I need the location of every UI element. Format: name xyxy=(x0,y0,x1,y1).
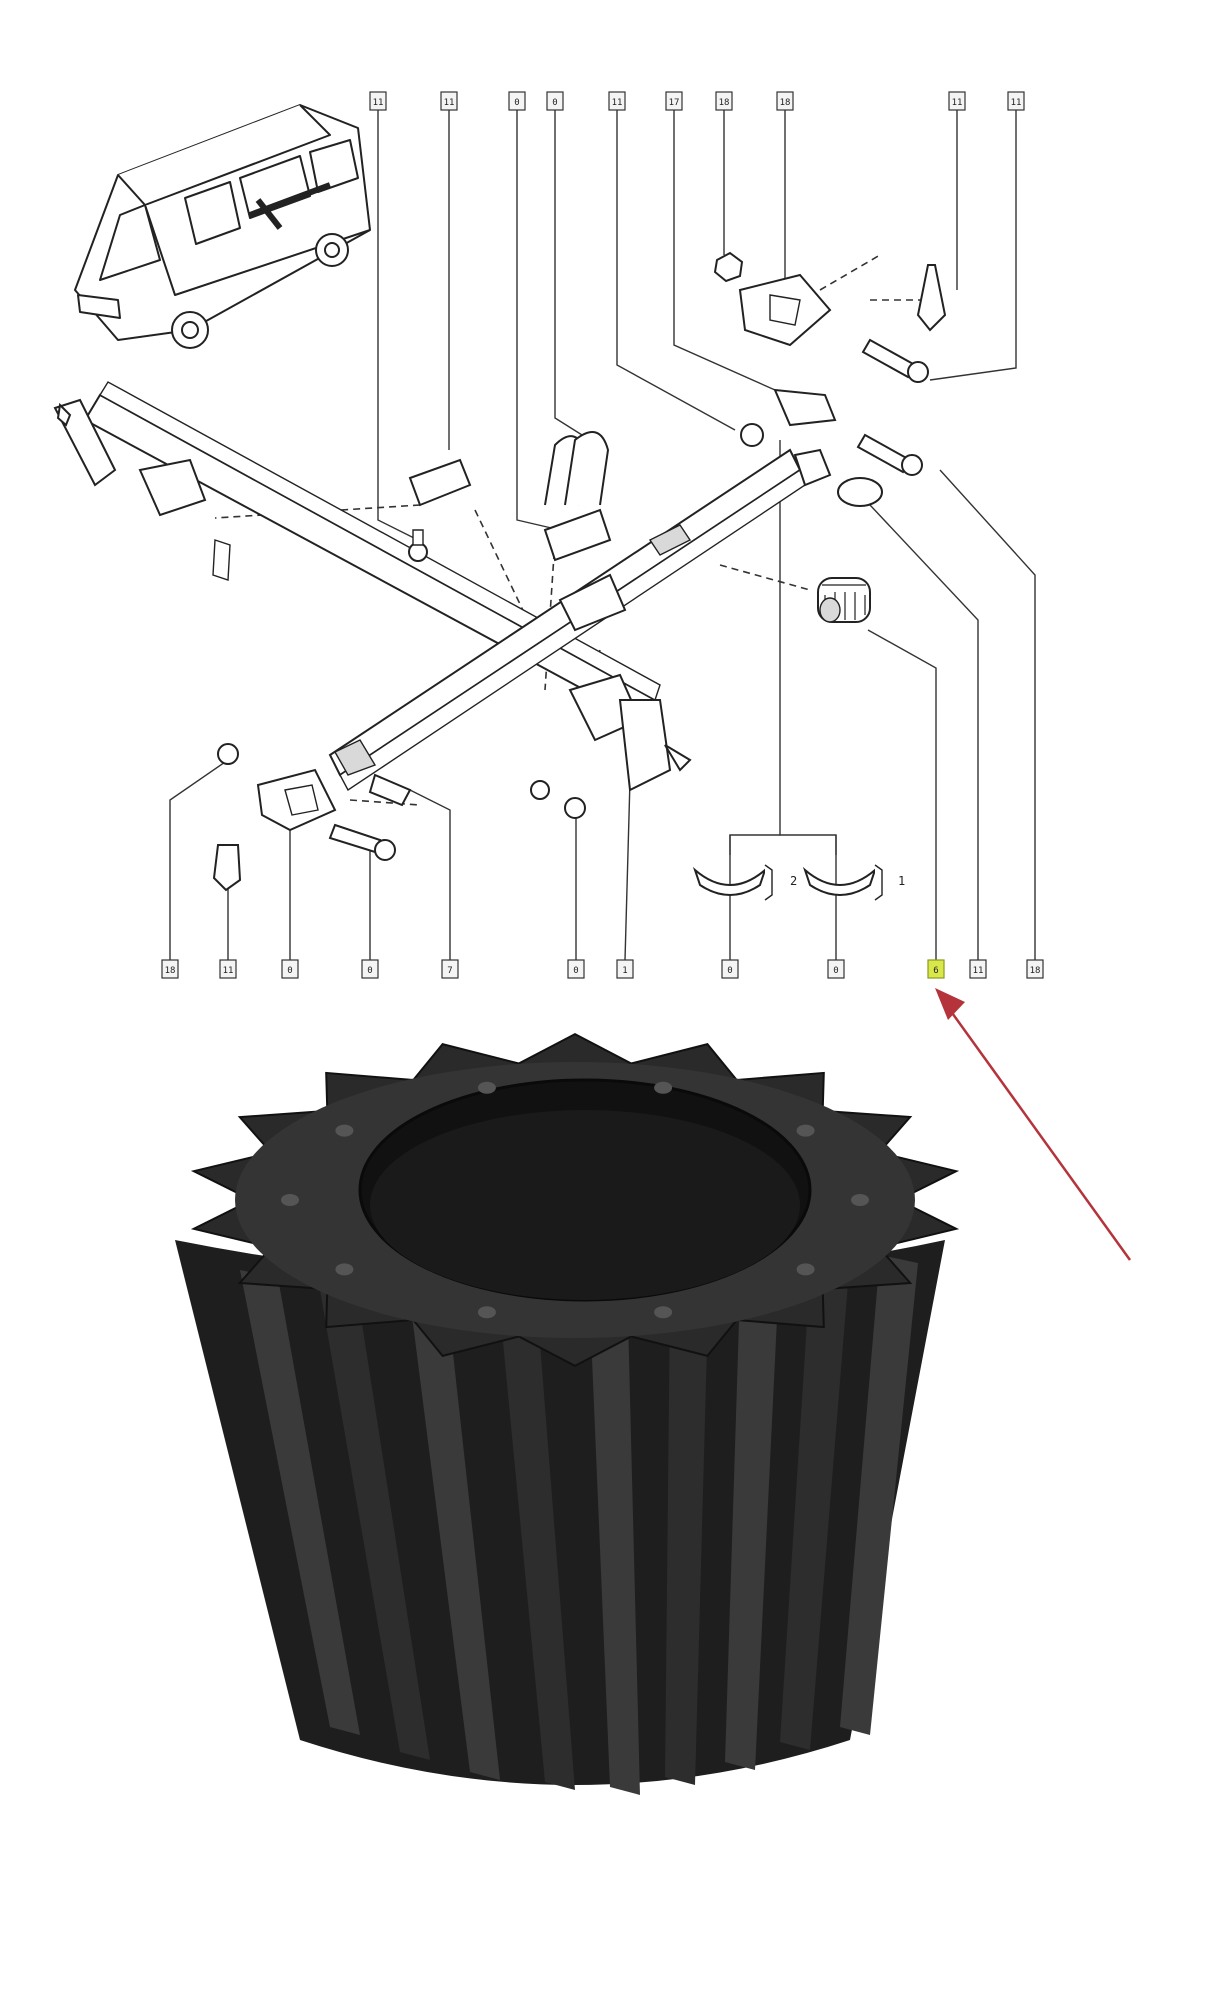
callout-top-5: 11 xyxy=(608,91,626,111)
callout-bottom-label: 11 xyxy=(973,966,984,976)
small-parts xyxy=(212,251,947,892)
bushing-rib xyxy=(410,1300,500,1780)
callout-bottom-6: 0 xyxy=(567,959,585,979)
spring-bushing-photo xyxy=(175,1032,960,1795)
callout-top-9: 11 xyxy=(948,91,966,111)
van-icon xyxy=(74,104,371,349)
callout-top-label: 11 xyxy=(612,98,623,108)
spring-leaf-label-1: 1 xyxy=(898,874,905,888)
callout-top-8: 18 xyxy=(776,91,794,111)
pointer-arrow xyxy=(935,988,1132,1261)
callouts-top: 11 11 0 0 11 17 18 18 11 11 xyxy=(369,91,1025,111)
callout-bottom-9: 0 xyxy=(827,959,845,979)
callout-bottom-label: 0 xyxy=(367,966,372,976)
bushing-rib xyxy=(240,1270,360,1735)
spring-leaf-label-2: 2 xyxy=(790,874,797,888)
callout-bottom-label: 18 xyxy=(165,966,176,976)
callout-top-2: 11 xyxy=(440,91,458,111)
bushing-rib xyxy=(780,1275,848,1750)
leader-lines xyxy=(169,110,1036,961)
leaf-spring xyxy=(328,448,832,792)
bushing-rib xyxy=(665,1300,708,1785)
callout-top-label: 0 xyxy=(552,98,557,108)
callout-top-3: 0 xyxy=(508,91,526,111)
callouts-bottom: 18 11 0 0 7 0 1 0 0 6 11 18 xyxy=(161,959,1044,979)
callout-top-7: 18 xyxy=(715,91,733,111)
callout-top-1: 11 xyxy=(369,91,387,111)
callout-top-label: 11 xyxy=(952,98,963,108)
callout-bottom-4: 0 xyxy=(361,959,379,979)
callout-bottom-7: 1 xyxy=(616,959,634,979)
callout-bottom-label: 18 xyxy=(1030,966,1041,976)
callout-bottom-1: 18 xyxy=(161,959,179,979)
callout-top-label: 18 xyxy=(780,98,791,108)
callout-top-label: 0 xyxy=(514,98,519,108)
callout-top-6: 17 xyxy=(665,91,683,111)
spring-leaves: 2 1 xyxy=(692,835,905,901)
callout-bottom-label: 0 xyxy=(287,966,292,976)
callout-bottom-label: 11 xyxy=(223,966,234,976)
callout-bottom-label: 0 xyxy=(573,966,578,976)
bushing-rib xyxy=(590,1310,640,1795)
callout-bottom-5: 7 xyxy=(441,959,459,979)
bushing-rib xyxy=(500,1310,575,1790)
callout-top-label: 17 xyxy=(669,98,680,108)
callout-bottom-2: 11 xyxy=(219,959,237,979)
bushing-rib xyxy=(725,1290,778,1770)
callout-bottom-label: 1 xyxy=(622,966,627,976)
callout-bottom-11: 11 xyxy=(969,959,987,979)
bushing-rib xyxy=(840,1255,918,1735)
callout-bottom-label: 0 xyxy=(833,966,838,976)
callout-top-label: 18 xyxy=(719,98,730,108)
callout-bottom-label: 6 xyxy=(933,966,938,976)
callout-top-10: 11 xyxy=(1007,91,1025,111)
callout-top-4: 0 xyxy=(546,91,564,111)
callout-bottom-12: 18 xyxy=(1026,959,1044,979)
callout-bottom-10: 6 xyxy=(927,959,945,979)
callout-top-label: 11 xyxy=(444,98,455,108)
callout-top-label: 11 xyxy=(1011,98,1022,108)
bushing-small-icon xyxy=(817,577,871,623)
callout-bottom-label: 7 xyxy=(447,966,452,976)
callout-bottom-label: 0 xyxy=(727,966,732,976)
callout-bottom-8: 0 xyxy=(721,959,739,979)
callout-top-label: 11 xyxy=(373,98,384,108)
callout-bottom-3: 0 xyxy=(281,959,299,979)
bushing-rib xyxy=(320,1290,430,1760)
